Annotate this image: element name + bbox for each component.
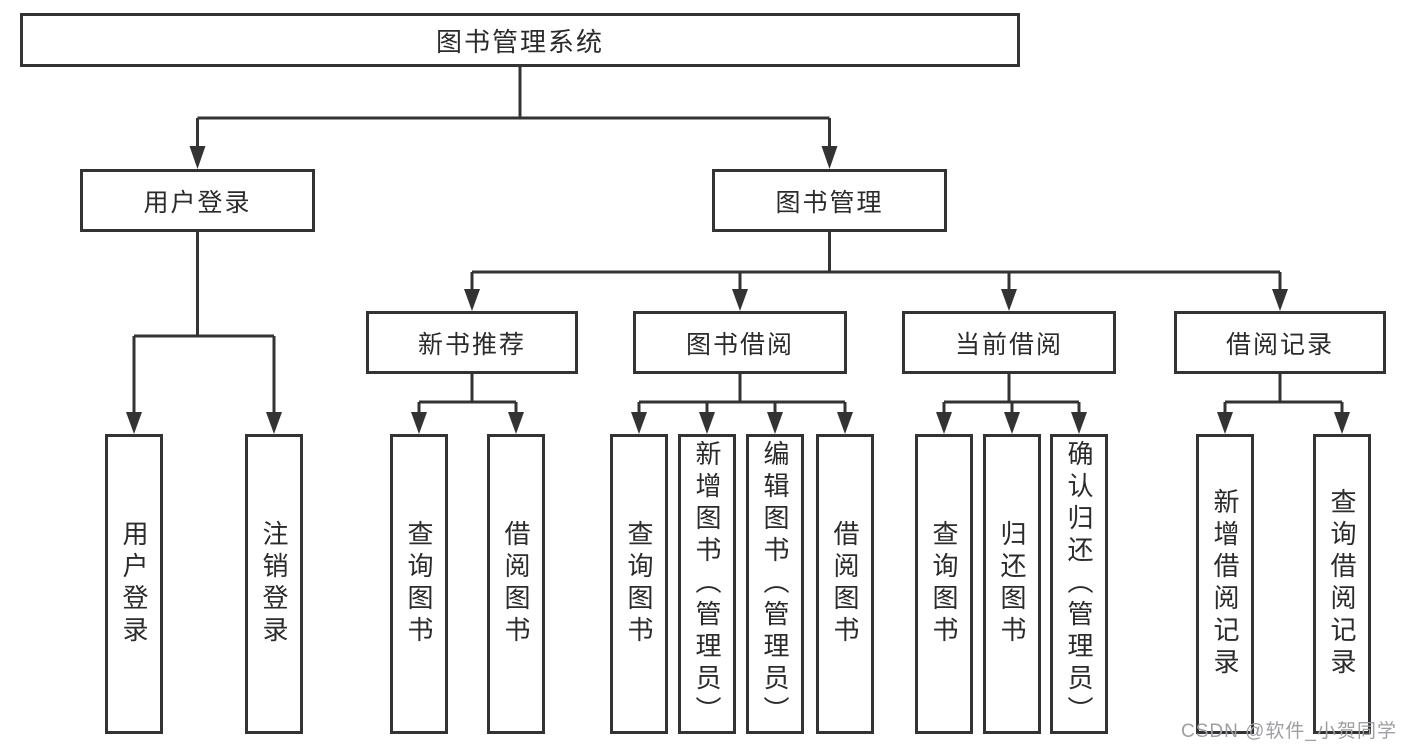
node-current-borrow: 当前借阅 [902, 311, 1116, 374]
leaf-add-books-admin: 新增图书（管理员） [678, 434, 736, 734]
node-user-login: 用户登录 [80, 169, 315, 232]
watermark: CSDN @软件_小贺同学 [1181, 721, 1397, 742]
node-borrow-records: 借阅记录 [1174, 311, 1386, 374]
leaf-recommend-query-books: 查询图书 [390, 434, 448, 734]
node-new-book-recommend: 新书推荐 [366, 311, 578, 374]
node-book-borrow: 图书借阅 [633, 311, 847, 374]
leaf-borrow-query-books: 查询图书 [610, 434, 668, 734]
leaf-borrow-borrow-books: 借阅图书 [816, 434, 874, 734]
leaf-edit-books-admin: 编辑图书（管理员） [746, 434, 804, 734]
node-book-management: 图书管理 [712, 169, 947, 232]
leaf-query-borrow-record: 查询借阅记录 [1313, 434, 1371, 734]
node-library-management-system: 图书管理系统 [20, 13, 1020, 67]
leaf-confirm-return-admin: 确认归还（管理员） [1050, 434, 1108, 734]
leaf-recommend-borrow-books: 借阅图书 [487, 434, 545, 734]
leaf-add-borrow-record: 新增借阅记录 [1196, 434, 1254, 734]
leaf-user-login: 用户登录 [105, 434, 163, 734]
leaf-return-books: 归还图书 [983, 434, 1041, 734]
leaf-current-query-books: 查询图书 [915, 434, 973, 734]
leaf-logout: 注销登录 [245, 434, 303, 734]
